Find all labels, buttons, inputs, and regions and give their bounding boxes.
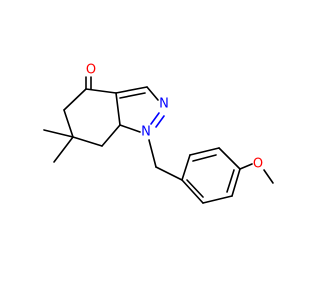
bond-c6-methyl-a <box>43 129 74 138</box>
bond-ar4-o <box>239 163 253 170</box>
bond-ar1-ar2 <box>181 154 191 181</box>
atom-label-ketone-oxygen: O <box>86 63 96 78</box>
bond-ar4-ar5 <box>231 168 241 197</box>
bond-c3-n2 <box>146 86 159 101</box>
atom-label-n2: N <box>159 97 169 112</box>
bond-n1-ch2 <box>148 139 157 168</box>
bond-c7-c7a <box>101 124 121 147</box>
bond-o-ch3 <box>263 169 274 184</box>
atom-label-ether-oxygen: O <box>253 157 263 172</box>
bond-c5-c6 <box>63 109 74 138</box>
bond-c6-c7 <box>72 136 103 147</box>
bond-ar6-ar1 <box>181 179 204 204</box>
bond-ar4-ar5-inner <box>226 169 235 193</box>
atom-label-n1: N <box>141 125 151 140</box>
bond-c7a-c3a <box>115 92 121 126</box>
bond-c3a-c3-inner <box>119 92 146 99</box>
bond-ar2-ar3-inner <box>192 154 217 162</box>
bond-n1-c7a <box>119 124 141 133</box>
structure-canvas: O N N O <box>43 63 274 204</box>
bond-ch2-aryl <box>155 166 183 181</box>
bond-c3a-c3 <box>115 86 148 94</box>
bond-c4-c5 <box>63 88 87 111</box>
bond-ar2-ar3 <box>189 147 220 156</box>
bond-ar6-ar1-inner <box>186 179 204 198</box>
bond-c6-methyl-b <box>53 136 74 163</box>
molecule-diagram: O N N O <box>43 63 274 204</box>
bond-n2-n1-a <box>150 112 160 125</box>
bond-ar5-ar6 <box>202 195 233 204</box>
bond-ar3-ar4 <box>218 147 241 170</box>
bond-n2-n1-b <box>155 115 165 128</box>
